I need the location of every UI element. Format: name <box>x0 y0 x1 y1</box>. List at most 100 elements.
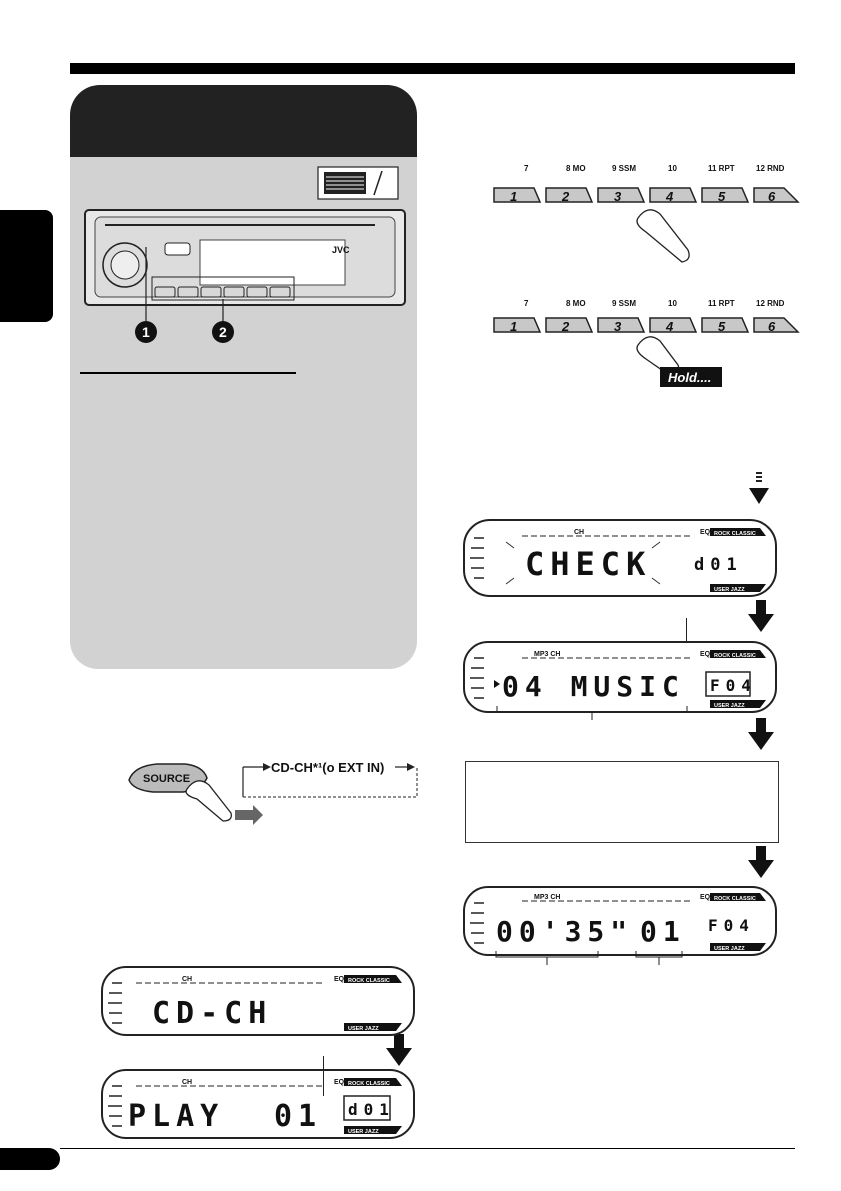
preset-label: 8 MO <box>566 164 586 173</box>
source-flow: SOURCE CD-CH*¹(o EXT IN) <box>128 760 418 825</box>
svg-text:USER JAZZ: USER JAZZ <box>714 703 745 709</box>
preset-strip-hold: 7 8 MO 9 SSM 10 11 RPT 12 RND 1 2 3 4 5 … <box>493 299 800 387</box>
svg-text:2: 2 <box>561 319 570 334</box>
svg-text:01: 01 <box>274 1099 322 1134</box>
svg-text:EQ: EQ <box>700 894 711 901</box>
arrow-down-icon <box>748 846 774 878</box>
svg-text:2: 2 <box>561 189 570 204</box>
preset-button[interactable] <box>649 187 698 203</box>
svg-text:1: 1 <box>510 319 517 334</box>
svg-text:6: 6 <box>768 319 776 334</box>
preset-label: 12 RND <box>756 164 785 173</box>
svg-text:EQ: EQ <box>700 529 711 536</box>
svg-text:F04: F04 <box>710 676 757 695</box>
radio-preset-row <box>154 286 291 298</box>
svg-text:ROCK CLASSIC: ROCK CLASSIC <box>714 531 756 537</box>
svg-text:4: 4 <box>665 319 674 334</box>
svg-text:CD-CH*¹(o EXT IN): CD-CH*¹(o EXT IN) <box>271 760 384 775</box>
svg-text:ROCK CLASSIC: ROCK CLASSIC <box>714 896 756 902</box>
svg-text:USER JAZZ: USER JAZZ <box>714 587 745 593</box>
preset-button[interactable] <box>545 317 594 333</box>
top-rule <box>70 63 795 74</box>
preset-button[interactable] <box>649 317 698 333</box>
svg-text:5: 5 <box>718 189 726 204</box>
svg-text:EQ: EQ <box>700 651 711 658</box>
preset-label: 7 <box>524 299 529 308</box>
preset-button[interactable] <box>597 317 646 333</box>
svg-text:1: 1 <box>142 324 150 340</box>
arrow-down-icon <box>748 600 774 632</box>
section-tab <box>0 210 53 322</box>
preset-label: 10 <box>668 164 677 173</box>
svg-text:04 MUSIC: 04 MUSIC <box>502 670 685 703</box>
preset-button[interactable] <box>753 317 800 333</box>
radio-illustration: JVC 1 2 <box>84 166 406 343</box>
svg-text:6: 6 <box>768 189 776 204</box>
svg-text:d01: d01 <box>694 555 743 575</box>
svg-text:MP3 CH: MP3 CH <box>534 651 560 658</box>
lcd-check: CH CHECK d01 EQ ROCK CLASSIC USER JAZZ <box>463 519 777 597</box>
finger-icon <box>636 209 690 263</box>
finger-icon <box>185 780 232 822</box>
preset-button[interactable] <box>753 187 800 203</box>
preset-label: 11 RPT <box>708 299 735 308</box>
arrow-down-icon <box>748 718 774 750</box>
svg-text:USER JAZZ: USER JAZZ <box>348 1129 379 1135</box>
page-number-tab <box>0 1148 60 1170</box>
svg-text:ROCK CLASSIC: ROCK CLASSIC <box>348 1081 390 1087</box>
svg-text:1: 1 <box>510 189 517 204</box>
panel-underline <box>80 372 296 374</box>
preset-label: 9 SSM <box>612 299 636 308</box>
svg-text:01: 01 <box>640 915 686 948</box>
preset-label: 9 SSM <box>612 164 636 173</box>
arrow-right-icon <box>235 805 263 825</box>
preset-label: 11 RPT <box>708 164 735 173</box>
preset-button[interactable] <box>545 187 594 203</box>
preset-label: 8 MO <box>566 299 586 308</box>
hold-badge <box>660 367 722 387</box>
lcd-play: CH PLAY 01 d01 EQ ROCK CLASSIC USER JAZZ <box>101 1069 415 1139</box>
callout-2 <box>212 321 234 343</box>
lcd-folder-name: MP3 CH 04 MUSIC F04 EQ ROCK CLASSIC USER… <box>463 641 777 720</box>
svg-text:5: 5 <box>718 319 726 334</box>
callout-1 <box>135 321 157 343</box>
radio-display <box>199 239 346 286</box>
note-box <box>465 761 779 843</box>
preset-button[interactable] <box>597 187 646 203</box>
svg-text:3: 3 <box>614 319 622 334</box>
hold-label: Hold.... <box>668 370 711 385</box>
svg-text:EQ: EQ <box>334 976 345 983</box>
svg-text:MP3 CH: MP3 CH <box>534 894 560 901</box>
preset-label: 12 RND <box>756 299 785 308</box>
preset-button[interactable] <box>701 187 750 203</box>
svg-text:ROCK CLASSIC: ROCK CLASSIC <box>714 653 756 659</box>
lcd-elapsed-time: MP3 CH 00'35" 01 F04 EQ ROCK CLASSIC USE… <box>463 886 777 965</box>
arrow-down-icon <box>386 1034 412 1066</box>
preset-button[interactable] <box>701 317 750 333</box>
svg-text:CHECK: CHECK <box>525 545 651 583</box>
svg-text:2: 2 <box>219 324 227 340</box>
svg-text:EQ: EQ <box>334 1079 345 1086</box>
svg-text:USER JAZZ: USER JAZZ <box>348 1026 379 1032</box>
svg-text:3: 3 <box>614 189 622 204</box>
svg-text:00'35": 00'35" <box>496 915 633 948</box>
source-button[interactable] <box>164 242 191 256</box>
section-title-box <box>70 85 417 157</box>
preset-button[interactable] <box>493 317 542 333</box>
arrow-down-icon <box>749 472 769 504</box>
svg-text:USER JAZZ: USER JAZZ <box>714 946 745 952</box>
svg-text:JVC: JVC <box>332 245 350 255</box>
svg-text:CD-CH: CD-CH <box>152 996 272 1031</box>
svg-text:CH: CH <box>182 976 192 983</box>
bottom-rule <box>60 1148 795 1149</box>
preset-label: 7 <box>524 164 529 173</box>
preset-button[interactable] <box>493 187 542 203</box>
svg-text:d01: d01 <box>348 1100 395 1119</box>
preset-strip-press: 7 8 MO 9 SSM 10 11 RPT 12 RND 1 2 3 4 5 … <box>493 164 800 263</box>
svg-text:CH: CH <box>182 1079 192 1086</box>
svg-text:PLAY: PLAY <box>128 1099 224 1134</box>
source-button-icon[interactable] <box>128 763 208 793</box>
svg-text:SOURCE: SOURCE <box>143 773 190 785</box>
svg-text:ROCK CLASSIC: ROCK CLASSIC <box>348 978 390 984</box>
lcd-cd-changer: CH CD-CH EQ ROCK CLASSIC USER JAZZ <box>101 966 415 1036</box>
